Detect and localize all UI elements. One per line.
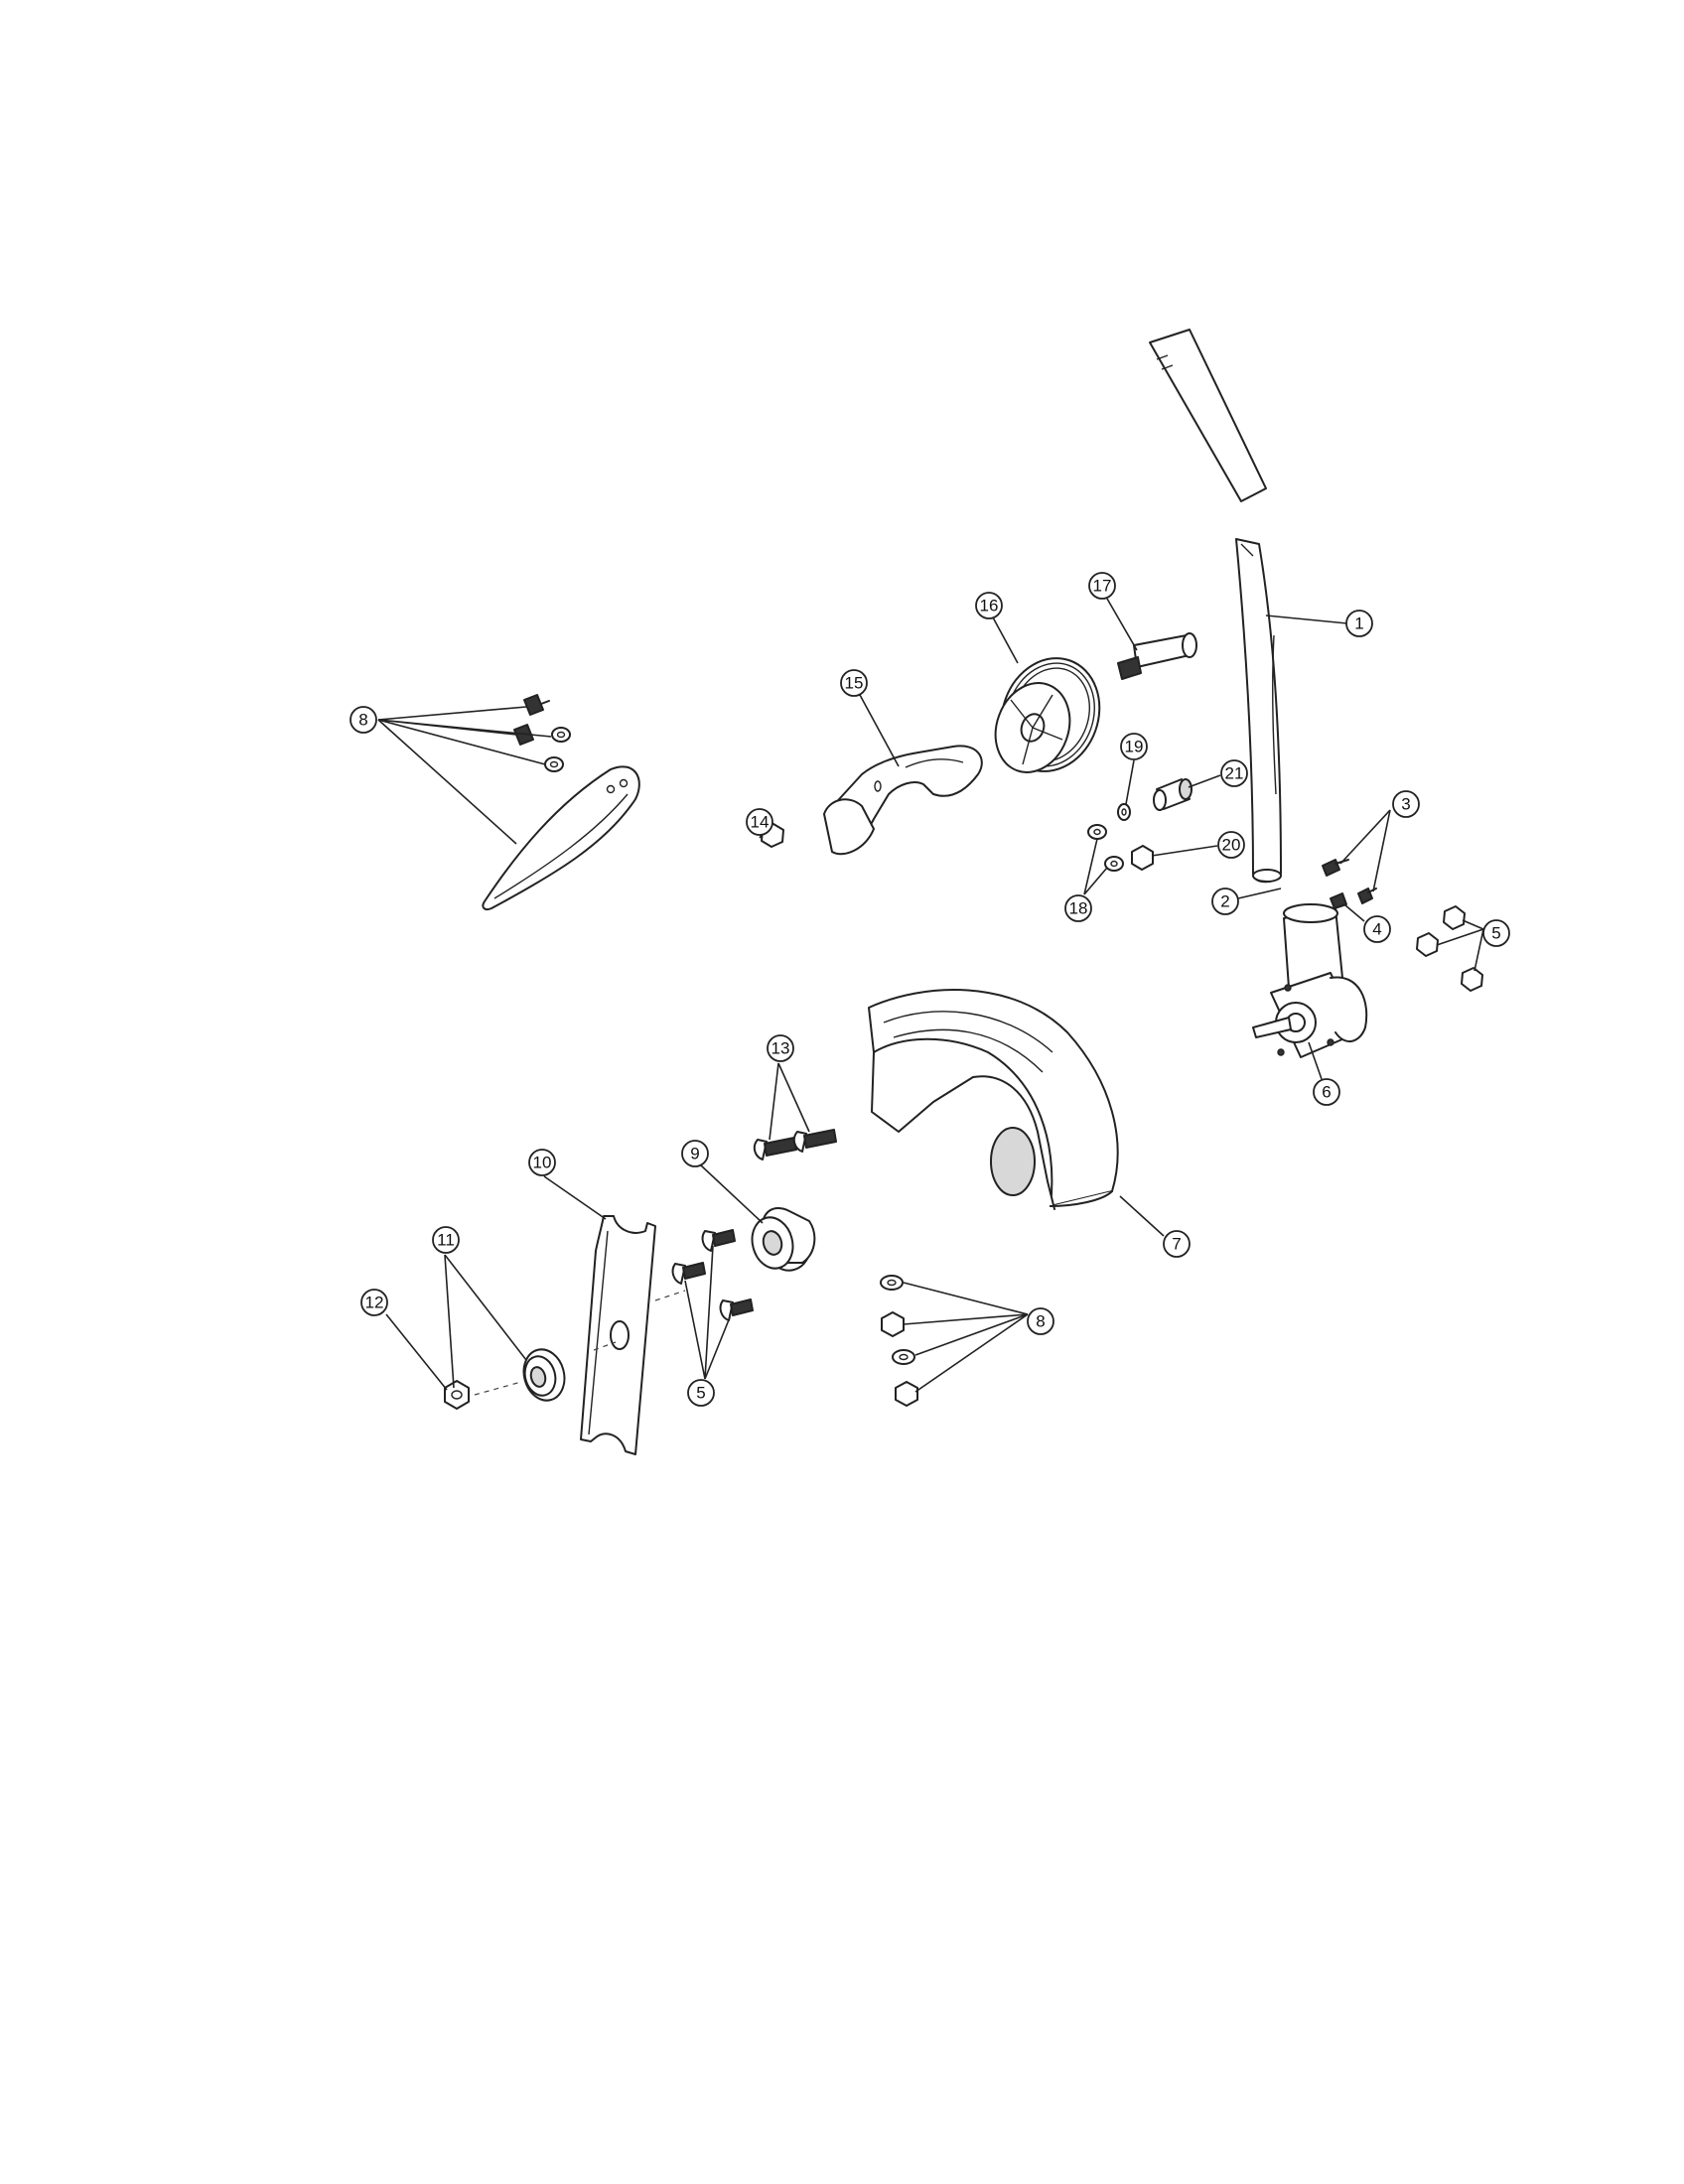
svg-text:5: 5 xyxy=(1491,924,1500,943)
callout-9: 9 xyxy=(681,1140,709,1167)
callout-2: 2 xyxy=(1211,887,1239,915)
part-9-bearing xyxy=(751,1206,816,1272)
callout-3: 3 xyxy=(1392,790,1420,818)
svg-text:7: 7 xyxy=(1172,1235,1181,1254)
callout-6: 6 xyxy=(1313,1078,1340,1106)
svg-text:21: 21 xyxy=(1225,764,1244,783)
callout-18: 18 xyxy=(1064,894,1092,922)
svg-text:16: 16 xyxy=(980,597,999,615)
assembly-axis-dashed-line xyxy=(474,1290,686,1396)
part-3-screws xyxy=(1322,859,1377,904)
part-1-shaft-tube xyxy=(1235,538,1282,884)
svg-text:11: 11 xyxy=(437,1231,455,1250)
part-10-cutting-blade xyxy=(580,1215,656,1455)
callout-13: 13 xyxy=(767,1034,794,1062)
leader-lines xyxy=(377,598,1484,1393)
callout-4: 4 xyxy=(1363,915,1391,943)
callout-20: 20 xyxy=(1217,831,1245,859)
svg-text:13: 13 xyxy=(772,1039,790,1058)
svg-text:2: 2 xyxy=(1220,892,1229,911)
part-6-gearbox-housing xyxy=(1252,903,1368,1058)
callout-5-lower: 5 xyxy=(687,1379,715,1407)
callout-17: 17 xyxy=(1088,572,1116,600)
part-13-carriage-bolts xyxy=(753,1129,837,1160)
part-16-guide-wheel xyxy=(994,657,1101,773)
part-15-guide-bracket xyxy=(823,745,983,856)
svg-text:4: 4 xyxy=(1372,920,1381,939)
callout-7: 7 xyxy=(1163,1230,1191,1258)
callout-19: 19 xyxy=(1120,733,1148,760)
svg-text:8: 8 xyxy=(1036,1312,1045,1331)
svg-text:5: 5 xyxy=(696,1384,705,1403)
callout-10: 10 xyxy=(528,1149,556,1176)
part-7-blade-guard xyxy=(868,989,1119,1210)
svg-text:9: 9 xyxy=(690,1145,699,1163)
upper-shaft-tube xyxy=(1149,329,1267,502)
part-4-nut xyxy=(1330,892,1347,909)
part-11-blade-washer xyxy=(522,1348,566,1402)
svg-text:6: 6 xyxy=(1322,1083,1331,1102)
part-8-edger-blade-plate xyxy=(482,765,640,911)
svg-text:10: 10 xyxy=(533,1154,552,1172)
svg-text:12: 12 xyxy=(365,1294,384,1312)
part-5-nuts-right xyxy=(1416,905,1483,992)
callout-11: 11 xyxy=(432,1226,460,1254)
svg-text:1: 1 xyxy=(1354,614,1363,633)
part-8-fasteners-lower xyxy=(880,1275,918,1407)
part-17-axle-bolt xyxy=(1117,632,1197,680)
callout-12: 12 xyxy=(360,1289,388,1316)
svg-text:8: 8 xyxy=(358,711,367,730)
part-18-washers xyxy=(1087,824,1124,872)
svg-text:15: 15 xyxy=(845,674,864,693)
callout-8-upper: 8 xyxy=(350,706,377,734)
svg-text:3: 3 xyxy=(1401,795,1410,814)
part-20-nut xyxy=(1131,845,1154,871)
callout-14: 14 xyxy=(746,808,773,836)
callout-8-lower: 8 xyxy=(1027,1307,1054,1335)
svg-text:19: 19 xyxy=(1125,738,1144,756)
callout-5-right: 5 xyxy=(1482,919,1510,947)
part-21-bushing xyxy=(1153,778,1193,811)
svg-text:20: 20 xyxy=(1222,836,1241,855)
svg-text:14: 14 xyxy=(751,813,770,832)
svg-text:17: 17 xyxy=(1093,577,1112,596)
svg-text:18: 18 xyxy=(1069,899,1088,918)
part-5-carriage-bolts-lower xyxy=(671,1229,754,1321)
callout-1: 1 xyxy=(1345,610,1373,637)
callout-16: 16 xyxy=(975,592,1003,619)
callout-21: 21 xyxy=(1220,759,1248,787)
part-19-washer xyxy=(1117,803,1131,821)
callout-15: 15 xyxy=(840,669,868,697)
part-12-blade-nut xyxy=(444,1380,470,1410)
